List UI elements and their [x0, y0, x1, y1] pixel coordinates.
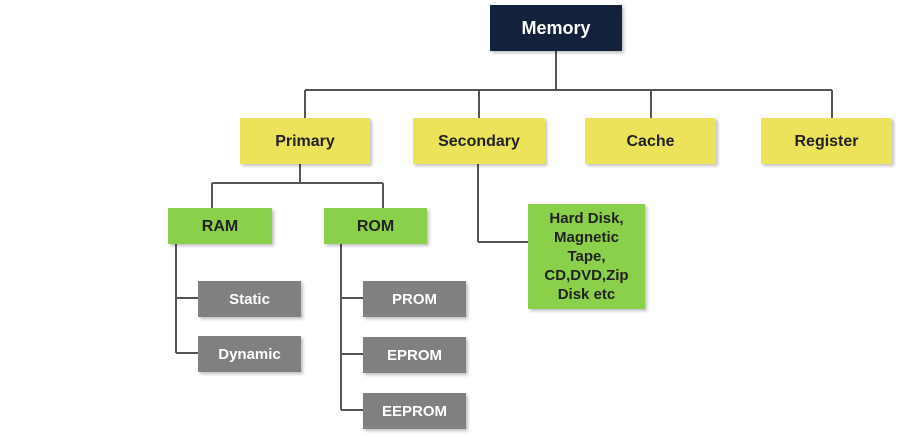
node-static: Static [198, 281, 301, 317]
node-cache-label: Cache [626, 132, 675, 150]
node-primary-label: Primary [275, 132, 335, 150]
node-rom: ROM [324, 208, 427, 244]
node-rom-label: ROM [356, 217, 395, 235]
node-ram: RAM [168, 208, 272, 244]
node-prom-label: PROM [392, 290, 437, 308]
node-eeprom: EEPROM [363, 393, 466, 429]
node-memory-label: Memory [521, 17, 591, 38]
node-eprom-label: EPROM [386, 346, 442, 364]
node-register-label: Register [794, 132, 859, 150]
node-dynamic-label: Dynamic [218, 345, 281, 363]
node-secondary: Secondary [413, 118, 545, 164]
node-primary: Primary [240, 118, 370, 164]
node-secondary-media: Hard Disk, Magnetic Tape, CD,DVD,Zip Dis… [528, 204, 645, 309]
node-secondary-media-label: Hard Disk, Magnetic Tape, CD,DVD,Zip Dis… [544, 210, 629, 303]
node-static-label: Static [229, 290, 270, 308]
node-register: Register [761, 118, 892, 164]
node-cache: Cache [585, 118, 716, 164]
node-dynamic: Dynamic [198, 336, 301, 372]
node-secondary-label: Secondary [438, 132, 520, 150]
node-ram-label: RAM [201, 217, 239, 235]
node-memory: Memory [490, 5, 622, 51]
node-eeprom-label: EEPROM [381, 402, 447, 420]
node-eprom: EPROM [363, 337, 466, 373]
node-prom: PROM [363, 281, 466, 317]
